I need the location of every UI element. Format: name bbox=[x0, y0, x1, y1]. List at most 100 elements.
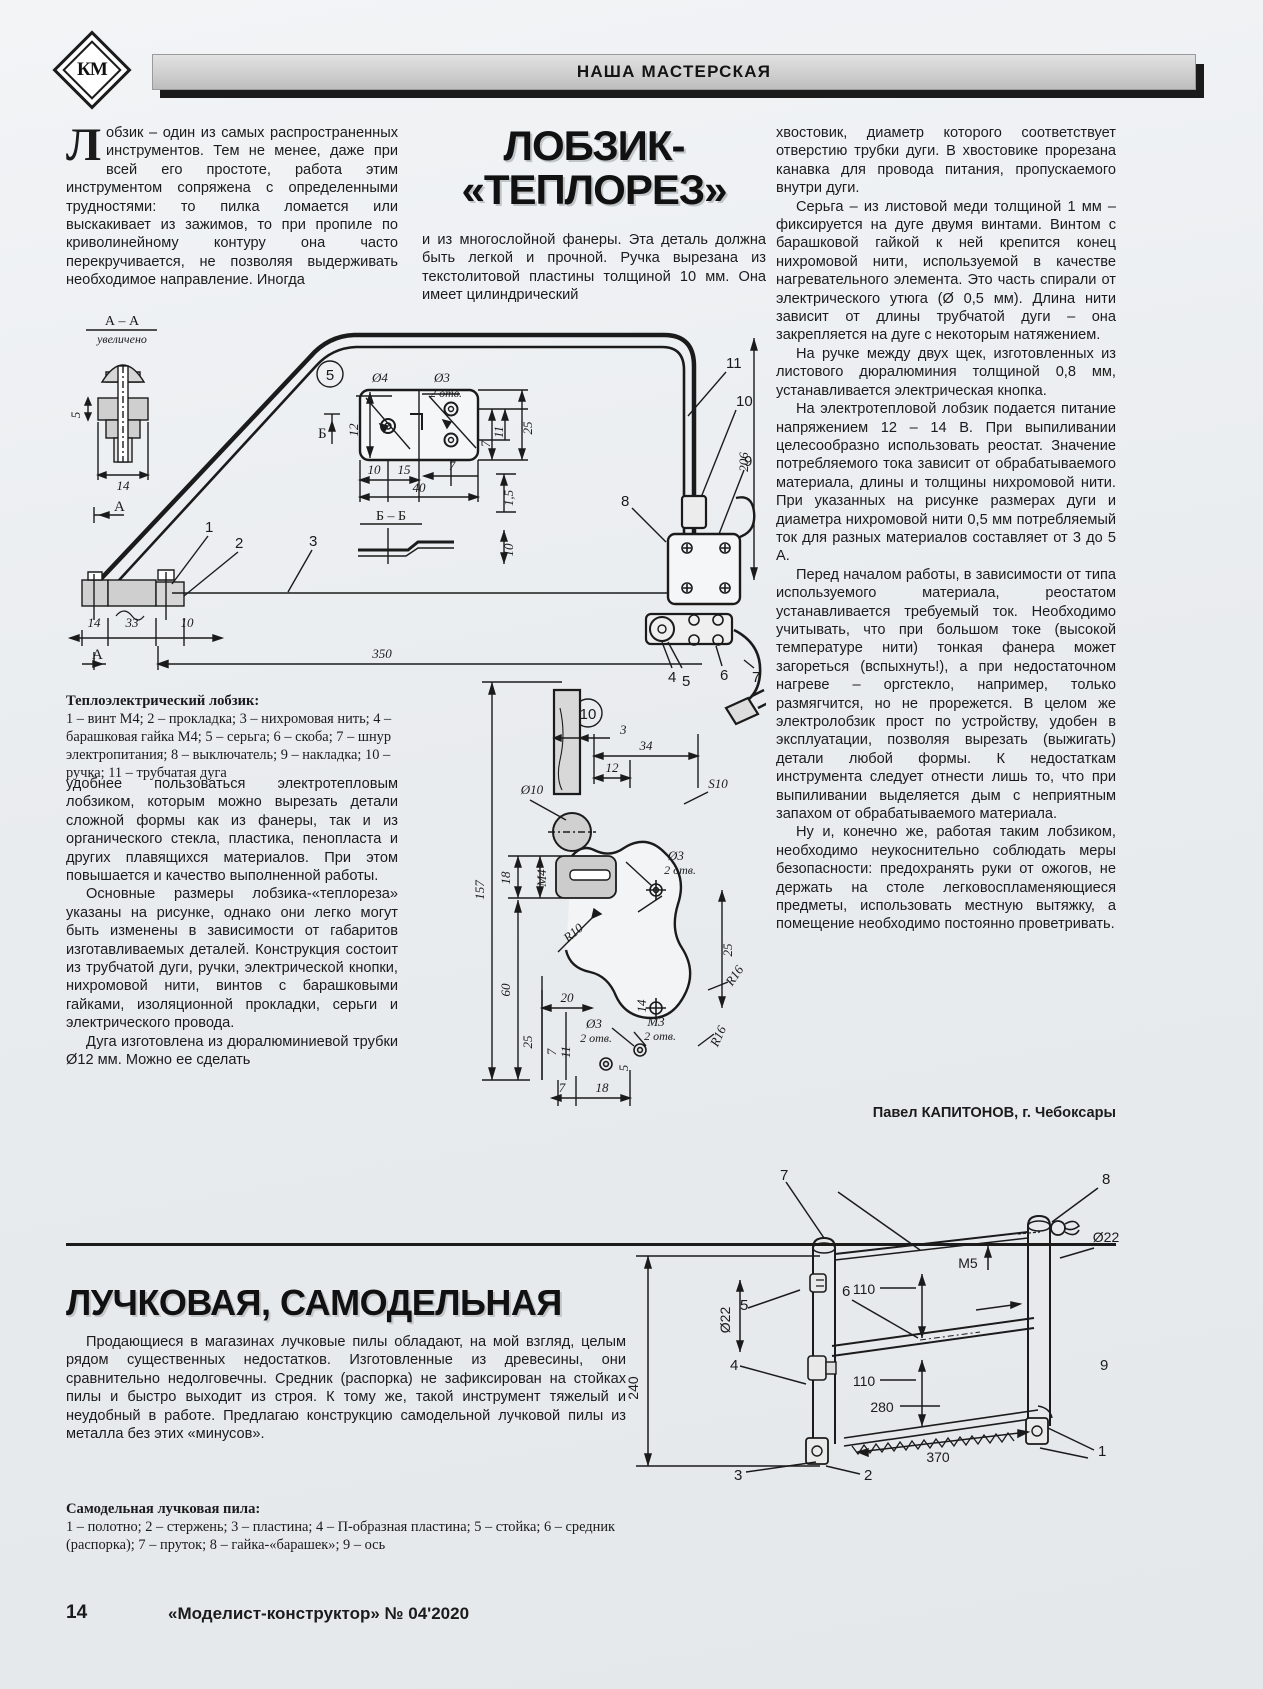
dim-7c: 7 bbox=[544, 1048, 559, 1055]
bowsaw-callout-9: 9 bbox=[1100, 1357, 1108, 1374]
figure2-caption-title: Самодельная лучковая пила: bbox=[66, 1501, 261, 1517]
bowsaw-callout-6: 6 bbox=[842, 1283, 850, 1300]
dim-3: 3 bbox=[619, 722, 627, 737]
dim-110-top: 110 bbox=[853, 1281, 876, 1297]
article1-right-para-2: Серьга – из листовой меди толщиной 1 мм … bbox=[776, 198, 1116, 344]
dim-280: 280 bbox=[870, 1399, 894, 1415]
dim-11: 11 bbox=[491, 426, 506, 438]
dim-157: 157 bbox=[472, 880, 487, 900]
dim-14a: 14 bbox=[117, 478, 131, 493]
figure2-caption: Самодельная лучковая пила: 1 – полотно; … bbox=[66, 1500, 626, 1554]
dim-2otv-c: 2 отв. bbox=[580, 1031, 612, 1045]
bowsaw-callout-3: 3 bbox=[734, 1467, 742, 1480]
dim-15: 15 bbox=[398, 462, 412, 477]
dim-370: 370 bbox=[926, 1449, 950, 1465]
article1-left-column: Лобзик – один из самых распространенных … bbox=[66, 119, 398, 290]
section-divider bbox=[66, 1243, 1116, 1246]
section-banner: НАША МАСТЕРСКАЯ bbox=[152, 54, 1196, 90]
page-number: 14 bbox=[66, 1602, 88, 1623]
article1-byline: Павел КАПИТОНОВ, г. Чебоксары bbox=[872, 1105, 1116, 1121]
dim-r16b: R16 bbox=[706, 1023, 729, 1050]
article1-center-column: и из многослойной фанеры. Эта деталь дол… bbox=[422, 231, 766, 305]
dim-34: 34 bbox=[639, 738, 654, 753]
marker-a-bottom: А bbox=[92, 647, 103, 663]
bowsaw-callout-2: 2 bbox=[864, 1467, 872, 1480]
bowsaw-callout-4: 4 bbox=[730, 1357, 738, 1374]
dim-m5: М5 bbox=[958, 1255, 978, 1271]
bowsaw-callout-1: 1 bbox=[1098, 1443, 1106, 1460]
article2-body: Продающиеся в магазинах лучковые пилы об… bbox=[66, 1333, 626, 1443]
figure-bracket-detail: 5 Б Ø4 Ø3 2 отв. 12 10 15 7 40 7 11 25 Б… bbox=[316, 360, 535, 565]
article1-right-para-4: На электротепловой лобзик подается питан… bbox=[776, 401, 1116, 565]
callout-1: 1 bbox=[205, 519, 213, 536]
dim-d22-left: Ø22 bbox=[717, 1307, 733, 1334]
page-header: КМ НАША МАСТЕРСКАЯ bbox=[52, 30, 1204, 110]
dim-7b: 7 bbox=[478, 440, 493, 447]
article1-left-cont-para-2: Основные размеры лобзика-«теплореза» ука… bbox=[66, 886, 398, 1032]
figure1-caption: Теплоэлектрический лобзик: 1 – винт М4; … bbox=[66, 692, 398, 782]
article1-left-cont-para-3: Дуга изготовлена из дюралюминиевой трубк… bbox=[66, 1033, 398, 1069]
dim-d3-top: Ø3 bbox=[433, 370, 450, 385]
dim-10a: 10 bbox=[181, 615, 195, 630]
bowsaw-callout-5: 5 bbox=[740, 1297, 748, 1314]
article1-right-para-5: Перед началом работы, в зависимости от т… bbox=[776, 566, 1116, 823]
dim-2otv-top: 2 отв. bbox=[430, 386, 462, 400]
article1-title: ЛОБЗИК- «ТЕПЛОРЕЗ» bbox=[422, 124, 766, 212]
dim-7a: 7 bbox=[449, 458, 456, 473]
dim-10b: 10 bbox=[368, 462, 382, 477]
callout-7: 7 bbox=[752, 669, 760, 686]
dim-18b: 18 bbox=[596, 1080, 610, 1095]
callout-4: 4 bbox=[668, 669, 676, 686]
dim-14c: 14 bbox=[634, 999, 649, 1013]
dim-section-aa: А – А bbox=[105, 314, 140, 329]
article1-center-para-1: и из многослойной фанеры. Эта деталь дол… bbox=[422, 232, 766, 304]
balloon-10: 10 bbox=[580, 706, 597, 723]
callout-8: 8 bbox=[621, 493, 629, 510]
logo-text: КМ bbox=[77, 59, 107, 80]
dim-20: 20 bbox=[561, 990, 575, 1005]
bowsaw-callout-8: 8 bbox=[1102, 1171, 1110, 1188]
dim-33: 33 bbox=[125, 615, 140, 630]
dim-25a: 25 bbox=[520, 421, 535, 435]
callout-3: 3 bbox=[309, 533, 317, 550]
dim-25c: 25 bbox=[520, 1035, 535, 1049]
article2-para-1: Продающиеся в магазинах лучковые пилы об… bbox=[66, 1334, 626, 1443]
callout-6: 6 bbox=[720, 667, 728, 684]
balloon-5: 5 bbox=[326, 367, 334, 384]
dim-12b: 12 bbox=[606, 760, 620, 775]
marker-b-left: Б bbox=[318, 426, 327, 442]
dim-14b: 14 bbox=[88, 615, 102, 630]
callout-5: 5 bbox=[682, 673, 690, 690]
figure-handle-switch: 11 10 9 8 4 5 6 7 206 bbox=[621, 337, 766, 726]
dim-section-bb: Б – Б bbox=[376, 509, 406, 524]
dim-d3-b: Ø3 bbox=[667, 848, 684, 863]
figure-bow-saw: 240 Ø22 110 110 280 370 М5 Ø22 7 8 5 6 4… bbox=[625, 1170, 1120, 1480]
dim-r16a: R16 bbox=[722, 962, 747, 989]
dim-25b: 25 bbox=[720, 943, 735, 957]
figure1-caption-title: Теплоэлектрический лобзик: bbox=[66, 693, 260, 709]
dim-10c: 10 bbox=[501, 543, 516, 557]
figure-jigsaw-assembly: А – А увеличено 5 14 А А 14 33 10 350 1 … bbox=[67, 314, 702, 670]
dim-d22-right: Ø22 bbox=[1093, 1229, 1120, 1245]
dim-350: 350 bbox=[371, 646, 392, 661]
article2-title: ЛУЧКОВАЯ, САМОДЕЛЬНАЯ bbox=[66, 1282, 562, 1323]
bowsaw-callout-7: 7 bbox=[780, 1170, 788, 1184]
dim-5b: 5 bbox=[616, 1064, 631, 1071]
callout-11: 11 bbox=[726, 355, 742, 372]
article1-right-para-6: Ну и, конечно же, работая таким лобзиком… bbox=[776, 824, 1116, 933]
dim-110-bottom: 110 bbox=[853, 1373, 876, 1389]
article1-left-column-cont: удобнее пользоваться электротепловым лоб… bbox=[66, 775, 398, 1070]
dim-m3: М3 bbox=[646, 1014, 665, 1029]
dim-2otv-b: 2 отв. bbox=[664, 863, 696, 877]
article1-left-para-1: Лобзик – один из самых распространенных … bbox=[66, 119, 398, 289]
figure-handle-profile: 10 3 Ø10 М4 18 157 60 R10 20 34 12 S10 Ø… bbox=[472, 681, 747, 1106]
article1-right-column: хвостовик, диаметр которого соответствуе… bbox=[776, 124, 1116, 934]
dim-240: 240 bbox=[625, 1376, 641, 1400]
marker-a-top: А bbox=[114, 499, 125, 515]
dim-18a: 18 bbox=[498, 871, 513, 885]
callout-2: 2 bbox=[235, 535, 243, 552]
dim-d3-c: Ø3 bbox=[585, 1016, 602, 1031]
dim-1-5: 1,5 bbox=[501, 489, 516, 506]
callout-10: 10 bbox=[736, 393, 753, 410]
